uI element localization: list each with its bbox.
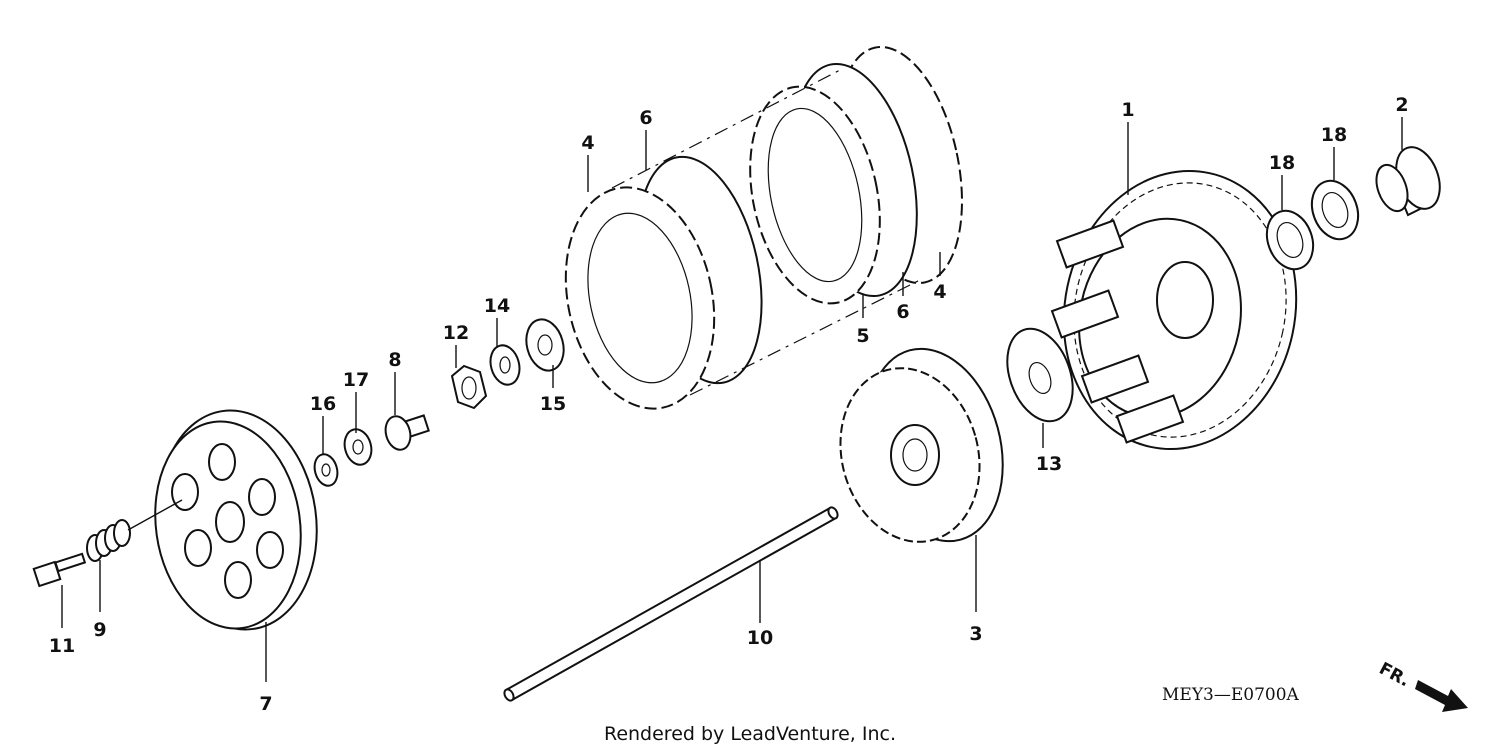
callout-14: 14 <box>484 295 510 317</box>
part-needle-bearing-a <box>1265 209 1315 271</box>
callout-6-front: 6 <box>639 107 652 129</box>
callout-6-rear: 6 <box>896 301 909 323</box>
part-lifter-piece <box>384 414 430 451</box>
callout-11: 11 <box>49 635 75 657</box>
credit-text: Rendered by LeadVenture, Inc. <box>604 723 896 745</box>
callout-10: 10 <box>747 627 773 649</box>
leader-lines <box>61 117 1403 682</box>
part-clutch-center <box>839 347 1004 543</box>
front-arrow-icon <box>1415 680 1468 712</box>
callout-18-right: 18 <box>1321 124 1347 146</box>
callout-15: 15 <box>540 393 566 415</box>
callout-9: 9 <box>93 619 106 641</box>
callout-16: 16 <box>310 393 336 415</box>
callout-18-left: 18 <box>1269 152 1295 174</box>
part-clutch-outer <box>1050 169 1298 451</box>
part-clutch-spring <box>86 499 183 562</box>
part-lifter-rod <box>503 506 839 702</box>
callout-17: 17 <box>343 369 369 391</box>
part-pressure-plate <box>154 409 318 631</box>
callout-4-rear: 4 <box>933 281 946 303</box>
callout-12: 12 <box>443 322 469 344</box>
part-bolt <box>32 552 87 588</box>
plate-stack-guide-lines <box>611 69 921 396</box>
callout-5: 5 <box>856 325 869 347</box>
callout-1: 1 <box>1121 99 1134 121</box>
callout-7: 7 <box>259 693 272 715</box>
part-friction-disc-five <box>749 85 881 305</box>
front-direction-indicator: FR. <box>1376 659 1468 712</box>
part-lock-washer <box>525 318 565 372</box>
callout-3: 3 <box>969 623 982 645</box>
diagram-code: MEY3—E0700A <box>1162 685 1300 705</box>
part-collar <box>1375 146 1441 217</box>
part-thrust-washer <box>1006 327 1074 423</box>
callout-13: 13 <box>1036 453 1062 475</box>
part-lifter-bearing <box>343 428 373 466</box>
callout-4-front: 4 <box>581 132 594 154</box>
part-small-washer <box>313 453 339 487</box>
part-lock-nut <box>450 364 488 410</box>
callout-8: 8 <box>388 349 401 371</box>
part-needle-bearing-b <box>1310 179 1360 241</box>
part-friction-disc-front <box>564 186 716 410</box>
part-washer <box>489 344 521 386</box>
callout-2: 2 <box>1395 94 1408 116</box>
front-label: FR. <box>1376 659 1413 691</box>
